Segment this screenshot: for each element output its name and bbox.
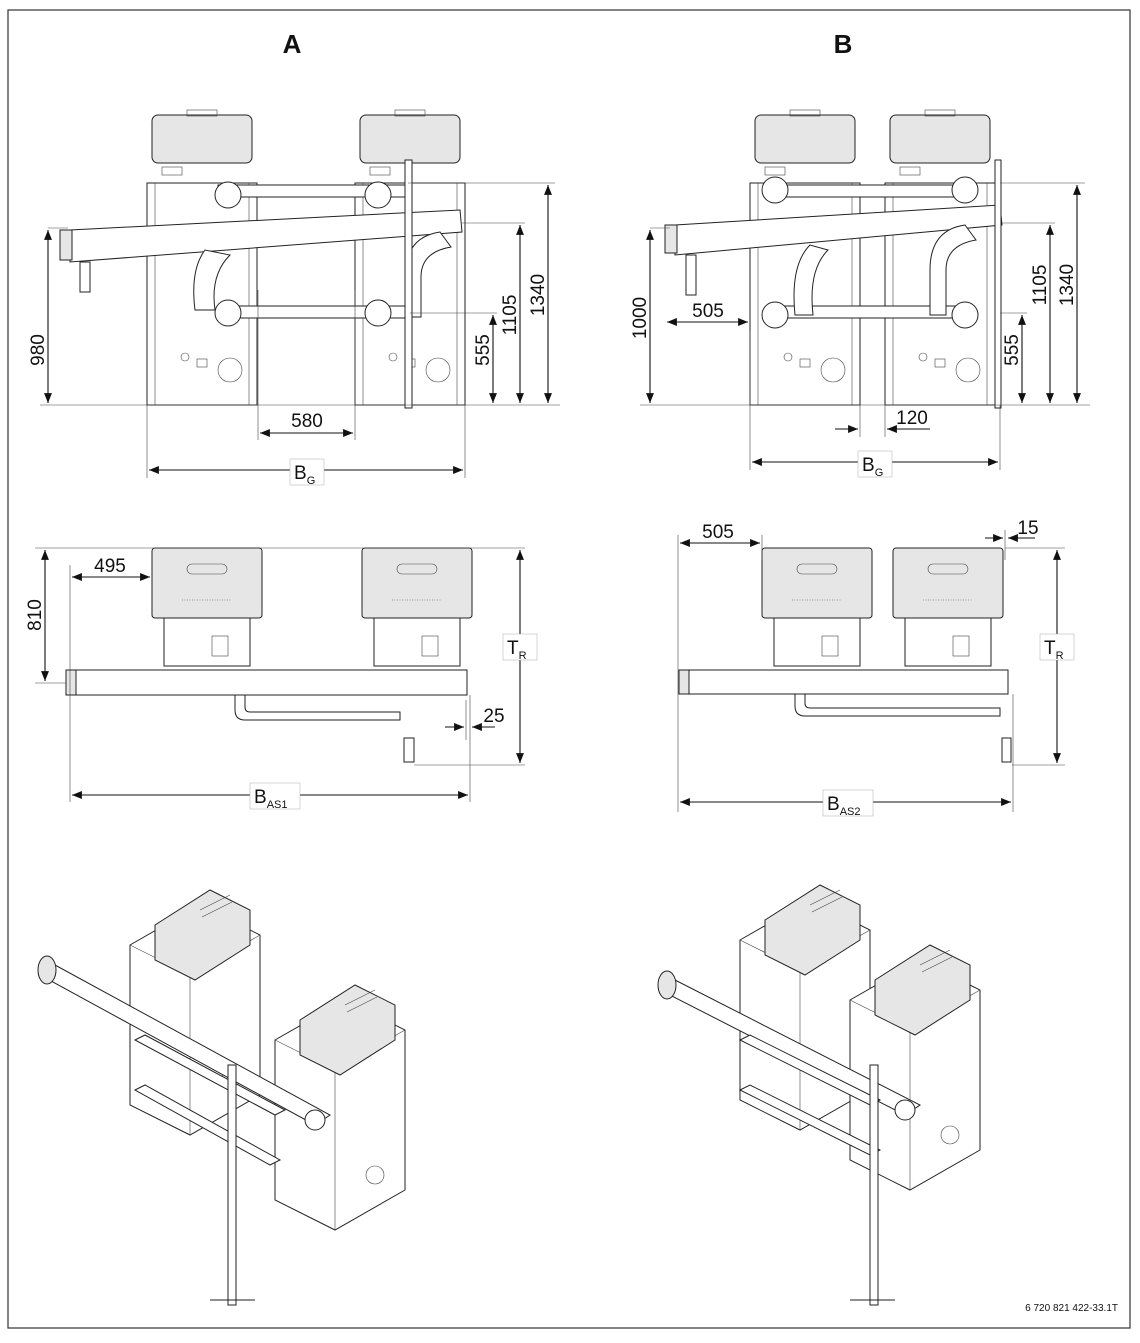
dim-bg: BG — [294, 463, 315, 487]
isometric-view-b — [657, 884, 981, 1306]
dim-495: 495 — [94, 556, 126, 577]
dim-505: 505 — [692, 301, 724, 322]
view-b-front: 1000 505 555 1105 1340 120 BG — [630, 109, 1090, 479]
dim-1105: 1105 — [1030, 265, 1051, 306]
dim-tr: TR — [1044, 638, 1064, 662]
variant-label-a: A — [283, 29, 302, 59]
dim-555: 555 — [1002, 334, 1023, 366]
dim-1340: 1340 — [528, 274, 549, 316]
dim-15: 15 — [1017, 518, 1038, 539]
dim-tr: TR — [507, 638, 527, 662]
dim-580: 580 — [291, 411, 323, 432]
dim-bas1: BAS1 — [254, 787, 287, 811]
isometric-view-a — [37, 889, 406, 1306]
dim-980: 980 — [28, 334, 49, 366]
dim-555: 555 — [473, 334, 494, 366]
dim-120: 120 — [896, 408, 928, 429]
variant-label-b: B — [834, 29, 853, 59]
view-a-top: 810 495 25 TR BAS1 — [25, 547, 538, 811]
view-a-front: 980 555 1105 1340 580 BG — [28, 109, 560, 487]
dim-1105: 1105 — [500, 295, 521, 336]
dim-bg: BG — [862, 455, 883, 479]
dim-1340: 1340 — [1057, 264, 1078, 306]
dim-505: 505 — [702, 522, 734, 543]
dim-1000: 1000 — [630, 297, 651, 339]
drawing-frame — [7, 9, 1131, 1329]
dim-bas2: BAS2 — [827, 794, 860, 818]
dim-810: 810 — [25, 599, 46, 631]
dim-25: 25 — [483, 706, 504, 727]
drawing-reference-number: 6 720 821 422-33.1T — [1025, 1303, 1118, 1314]
view-b-top: 505 15 TR BAS2 — [677, 518, 1075, 818]
